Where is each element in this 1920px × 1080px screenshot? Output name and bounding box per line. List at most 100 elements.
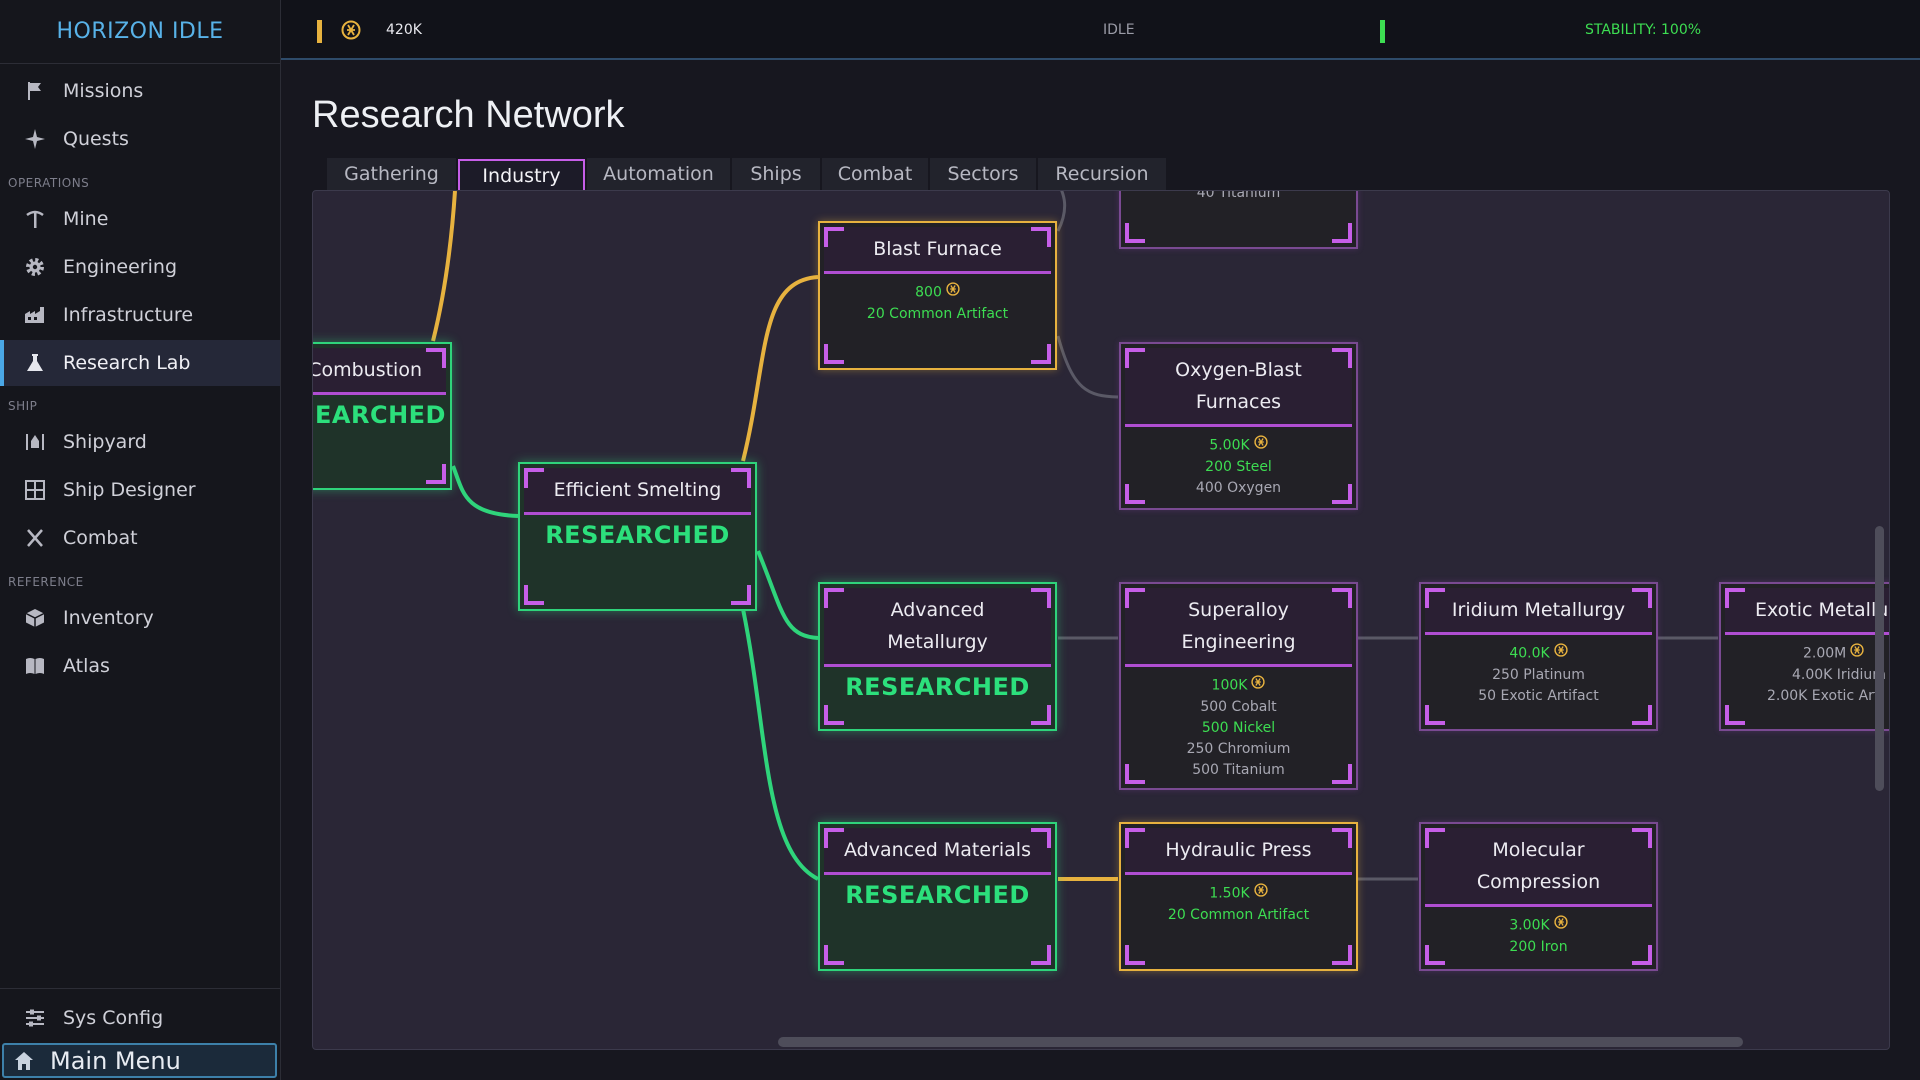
node-title: Advanced Metallurgy [824,588,1051,667]
sidebar-item-infrastructure[interactable]: Infrastructure [0,292,280,338]
credits-icon [1251,675,1266,696]
node-corner [1332,764,1352,784]
cost-value: 5.00K [1209,437,1250,454]
researched-label: RESEARCHED [545,521,730,549]
sys-config-label: Sys Config [63,1007,164,1029]
research-node-superalloy-engineering[interactable]: Superalloy Engineering 100K 500 Cobalt 5… [1119,582,1358,790]
cost-value: 2.00M [1803,645,1847,662]
sliders-icon [24,1007,46,1029]
node-corner [426,464,446,484]
tab-recursion[interactable]: Recursion [1038,158,1166,190]
node-title: Blast Furnace [824,227,1051,274]
requirement-text: 200 Steel [1205,458,1272,475]
requirement-text: 20 Common Artifact [1167,906,1310,923]
node-corner [824,344,844,364]
tab-gathering[interactable]: Gathering [327,158,456,190]
tab-combat[interactable]: Combat [822,158,928,190]
sidebar-item-label: Inventory [63,607,154,629]
research-node-hydraulic-press[interactable]: Hydraulic Press 1.50K 20 Common Artifact [1119,822,1358,971]
research-node-oxygen-blast-furnaces[interactable]: Oxygen-Blast Furnaces 5.00K 200 Steel 40… [1119,342,1358,510]
node-title: Advanced Materials [824,828,1051,875]
research-links [431,191,1718,881]
sidebar-item-shipyard[interactable]: Shipyard [0,419,280,465]
sidebar-item-inventory[interactable]: Inventory [0,595,280,641]
node-corner [524,468,544,488]
research-node-combustion[interactable]: Combustion EARCHED [313,342,452,490]
research-node-molecular-compression[interactable]: Molecular Compression 3.00K 200 Iron [1419,822,1658,971]
link-blast-to-top [1056,191,1067,232]
node-corner [1632,705,1652,725]
node-corner [1332,223,1352,243]
sidebar-item-label: Quests [63,128,129,150]
tab-industry[interactable]: Industry [458,159,585,192]
cost-value: 3.00K [1509,917,1550,934]
credits-icon [1254,883,1268,904]
sidebar-item-mine[interactable]: Mine [0,196,280,242]
node-corner [524,585,544,605]
grid-icon [24,479,46,501]
research-node[interactable]: 40 Titanium [1119,190,1358,249]
node-corner [1031,588,1051,608]
research-node-blast-furnace[interactable]: Blast Furnace 800 20 Common Artifact [818,221,1057,370]
sidebar-item-ship-designer[interactable]: Ship Designer [0,467,280,513]
sidebar-item-engineering[interactable]: Engineering [0,244,280,290]
sys-config-button[interactable]: Sys Config [0,995,280,1041]
sidebar-item-combat[interactable]: Combat [0,515,280,561]
credits-icon [341,20,361,44]
pickaxe-icon [24,208,46,230]
requirement-text: 50 Exotic Artifact [1478,687,1599,704]
node-corner [1031,828,1051,848]
node-corner [824,945,844,965]
main-menu-button[interactable]: Main Menu [2,1043,277,1078]
link-smelting-to-blast-furnace [741,275,819,462]
requirement-text: 250 Platinum [1492,666,1585,683]
research-node-exotic-metallurgy[interactable]: Exotic Metallu 2.00M 4.00K Iridium 2.00K… [1719,582,1889,731]
node-corner [731,585,751,605]
node-corner [1332,945,1352,965]
main-menu-label: Main Menu [50,1046,181,1075]
node-corner [1725,588,1745,608]
factory-icon [24,304,46,326]
link-smelting-to-materials [741,608,819,881]
node-corner [1332,348,1352,368]
node-corner [824,828,844,848]
sidebar-item-label: Atlas [63,655,110,677]
node-corner [1632,588,1652,608]
flag-icon [24,80,46,102]
horizontal-scrollbar[interactable] [778,1037,1743,1047]
flask-icon [24,352,46,374]
research-tree-canvas[interactable]: 40 Titanium Combustion EARCHED Efficient… [312,190,1890,1050]
research-node-advanced-metallurgy[interactable]: Advanced Metallurgy RESEARCHED [818,582,1057,731]
research-node-iridium-metallurgy[interactable]: Iridium Metallurgy 40.0K 250 Platinum 50… [1419,582,1658,731]
sidebar-item-research-lab[interactable]: Research Lab [0,340,280,386]
node-corner [1332,828,1352,848]
node-corner [1632,945,1652,965]
vertical-scrollbar[interactable] [1875,526,1884,791]
link-combustion-to-smelting [451,465,519,518]
node-corner [1125,828,1145,848]
node-corner [1632,828,1652,848]
cost-value: 40.0K [1509,645,1550,662]
research-node-efficient-smelting[interactable]: Efficient Smelting RESEARCHED [518,462,757,611]
section-ship: SHIP [8,399,38,413]
node-corner [1425,588,1445,608]
sidebar-item-missions[interactable]: Missions [0,68,280,114]
research-node-advanced-materials[interactable]: Advanced Materials RESEARCHED [818,822,1057,971]
tab-sectors[interactable]: Sectors [930,158,1036,190]
tab-ships[interactable]: Ships [732,158,820,190]
sidebar-item-label: Combat [63,527,138,549]
node-corner [731,468,751,488]
requirement-text: 40 Titanium [1196,190,1281,201]
sidebar-item-atlas[interactable]: Atlas [0,643,280,689]
requirement-text: 500 Nickel [1201,719,1276,736]
stability-text: STABILITY: 100% [1585,22,1702,38]
sidebar-item-quests[interactable]: Quests [0,116,280,162]
node-corner [1125,764,1145,784]
tab-automation[interactable]: Automation [587,158,730,190]
node-corner [1425,945,1445,965]
credits-icon [1554,915,1568,936]
node-title: Superalloy Engineering [1125,588,1352,667]
node-title: Exotic Metallu [1725,588,1889,635]
shipyard-icon [24,431,46,453]
node-title: Combustion [313,348,446,395]
